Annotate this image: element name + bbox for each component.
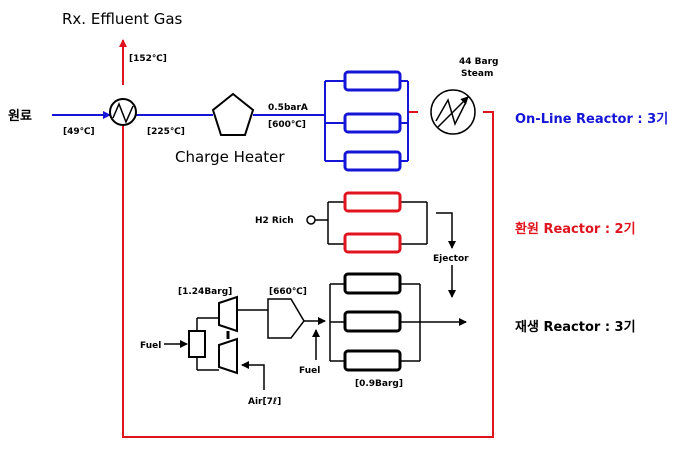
fuel-bottom-label: Fuel — [299, 366, 320, 376]
h2-rich-inlet — [306, 215, 316, 225]
compressor-pressure-label: [1.24Barg] — [178, 287, 232, 297]
online-reactor — [343, 70, 402, 92]
feed-label: 원료 — [8, 109, 32, 124]
regeneration-reactor — [343, 310, 402, 333]
charge-heater-label: Charge Heater — [175, 148, 285, 166]
h2-rich-label: H2 Rich — [255, 216, 294, 226]
online-reactor — [343, 112, 402, 134]
effluent-return-loop — [119, 39, 494, 438]
burner-temp-label: [660℃] — [269, 287, 307, 297]
reduction-reactor — [343, 191, 402, 213]
online-reactor — [343, 150, 402, 172]
regeneration-reactor — [343, 272, 402, 295]
online-reactors — [343, 70, 402, 172]
ejector-label: Ejector — [433, 254, 469, 264]
feed-temp-label: [49℃] — [63, 127, 95, 137]
regeneration-reactors — [343, 272, 402, 372]
effluent-temp-label: [152℃] — [129, 54, 167, 64]
air-label: Air[7ℓ] — [248, 397, 281, 407]
legend-online: On-Line Reactor : 3기 — [515, 112, 668, 127]
steam-label: Steam — [461, 69, 493, 79]
legend-regeneration: 재생 Reactor : 3기 — [515, 320, 636, 335]
effluent-gas-label: Rx. Effluent Gas — [62, 10, 183, 28]
steam-pressure-label: 44 Barg — [459, 57, 498, 67]
reduction-lines — [315, 201, 456, 298]
charge-heater — [211, 92, 255, 136]
reduction-reactors — [343, 191, 402, 254]
heater-temp-label: [600℃] — [268, 120, 306, 130]
regen-pressure-label: [0.9Barg] — [355, 379, 403, 389]
regeneration-lines — [164, 283, 467, 390]
legend-reduction: 환원 Reactor : 2기 — [515, 221, 636, 237]
exchanger-out-temp-label: [225℃] — [147, 127, 185, 137]
feed-effluent-exchanger — [109, 98, 137, 126]
reduction-reactor — [343, 232, 402, 254]
steam-generator — [430, 89, 476, 135]
regeneration-reactor — [343, 349, 402, 372]
fuel-left-label: Fuel — [140, 341, 161, 351]
heater-pressure-label: 0.5barA — [268, 103, 308, 113]
